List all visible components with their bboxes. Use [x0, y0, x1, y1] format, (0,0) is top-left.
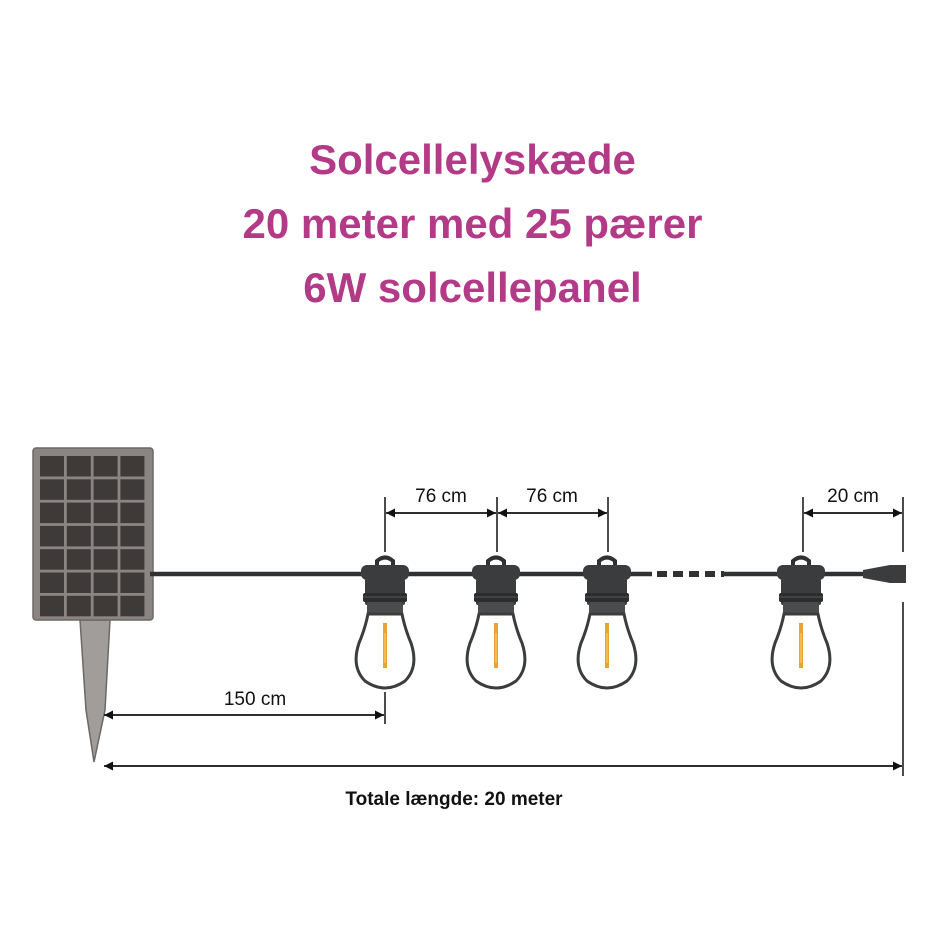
solar-cell	[120, 502, 145, 524]
solar-cell	[66, 595, 91, 617]
solar-cell	[66, 572, 91, 593]
panel-cells	[40, 456, 145, 617]
extension-lines	[384, 497, 904, 776]
solar-cell	[40, 572, 64, 593]
solar-cell	[120, 479, 145, 500]
solar-cell	[93, 572, 118, 593]
solar-cell	[40, 502, 64, 524]
label-end-cable: 20 cm	[827, 486, 879, 507]
solar-cell	[120, 456, 145, 477]
solar-panel	[32, 447, 154, 763]
solar-cell	[120, 549, 145, 570]
label-spacing-1: 76 cm	[415, 486, 467, 507]
solar-cell	[66, 525, 91, 547]
solar-cell	[93, 549, 118, 570]
dimension-arrows	[104, 508, 902, 771]
solar-cell	[66, 502, 91, 524]
bulb-1	[354, 555, 416, 690]
label-lead-cable: 150 cm	[224, 689, 286, 710]
solar-cell	[93, 525, 118, 547]
solar-cell	[40, 525, 64, 547]
title-line-3: 6W solcellepanel	[303, 264, 642, 311]
solar-cell	[40, 595, 64, 617]
solar-cell	[66, 549, 91, 570]
solar-cell	[40, 456, 64, 477]
bulb-2	[465, 555, 527, 690]
title-line-1: Solcellelyskæde	[309, 136, 636, 183]
solar-cell	[120, 572, 145, 593]
label-total-length: Totale længde: 20 meter	[345, 789, 563, 810]
solar-cell	[93, 502, 118, 524]
ground-stake	[79, 619, 111, 763]
title-line-2: 20 meter med 25 pærer	[242, 200, 703, 247]
bulb-last	[770, 555, 832, 690]
solar-cell	[120, 595, 145, 617]
solar-cell	[66, 456, 91, 477]
solar-cell	[93, 595, 118, 617]
solar-cell	[120, 525, 145, 547]
label-spacing-2: 76 cm	[526, 486, 578, 507]
solar-cell	[66, 479, 91, 500]
solar-cell	[93, 456, 118, 477]
bulb-3	[576, 555, 638, 690]
solar-cell	[93, 479, 118, 500]
solar-cell	[40, 479, 64, 500]
title-block: Solcellelyskæde 20 meter med 25 pærer 6W…	[0, 128, 945, 320]
end-connector	[863, 565, 906, 583]
solar-cell	[40, 549, 64, 570]
